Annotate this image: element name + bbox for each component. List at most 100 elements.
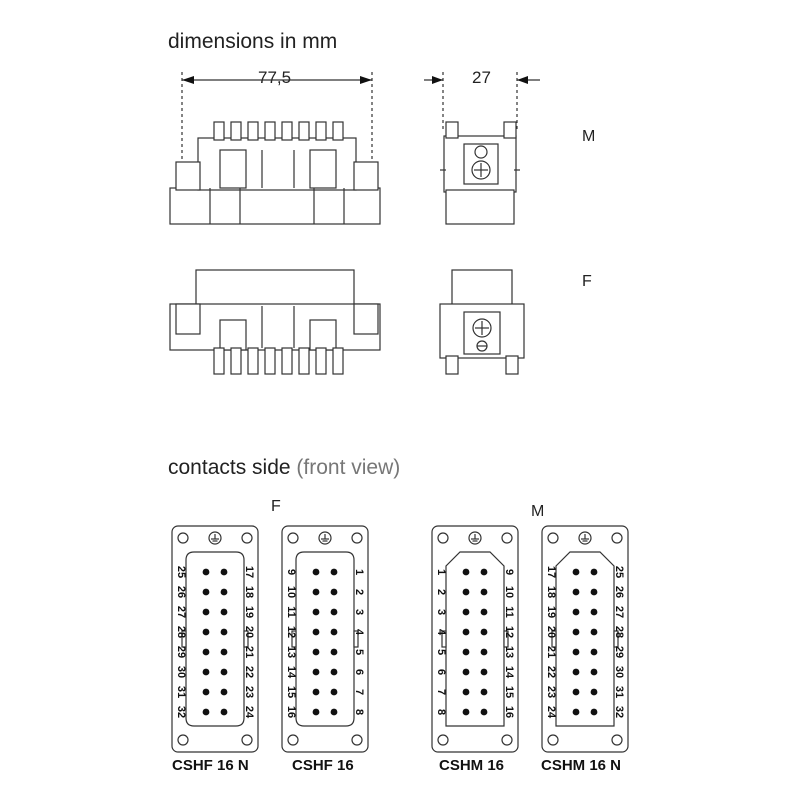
polarizing-notch [353,630,359,648]
contact-pin [202,688,210,696]
contact-pin [220,708,228,716]
contact-pin [480,688,488,696]
contact-number-left: 3 [435,609,447,615]
contact-field [185,551,245,727]
contact-number-right: 9 [503,569,515,575]
insert-frame [541,525,629,753]
ground-symbol-icon [468,531,482,545]
contact-pin [202,648,210,656]
contact-number-right: 21 [243,646,255,658]
contact-pin [572,668,580,676]
contact-number-left: 12 [285,626,297,638]
contact-number-right: 22 [243,666,255,678]
contact-number-left: 2 [435,589,447,595]
contact-number-left: 28 [175,626,187,638]
view-label-male: M [582,128,596,145]
contact-number-left: 27 [175,606,187,618]
contact-number-right: 24 [243,706,255,719]
contact-pin [462,608,470,616]
screw-hole [177,532,189,544]
contact-pin [462,628,470,636]
insert-frame [171,525,259,753]
contacts-heading-sub: (front view) [296,456,401,479]
insert-caption: CSHF 16 [292,757,354,774]
contact-pin [330,588,338,596]
contact-pin [220,588,228,596]
contact-pin [572,608,580,616]
contact-number-left: 15 [285,686,297,698]
polarizing-notch [181,630,187,648]
contact-number-left: 18 [545,586,557,598]
contact-number-left: 4 [435,629,447,636]
contact-number-right: 12 [503,626,515,638]
contact-number-right: 13 [503,646,515,658]
screw-hole [287,532,299,544]
insert-caption: CSHF 16 N [172,757,249,774]
screw-hole [241,734,253,746]
contact-number-left: 6 [435,669,447,675]
contact-number-right: 11 [503,606,515,618]
contact-number-left: 11 [285,606,297,618]
contact-pin [590,588,598,596]
ground-symbol-icon [208,531,222,545]
contact-number-left: 7 [435,689,447,695]
contact-pin [220,688,228,696]
contact-number-right: 2 [353,589,365,595]
insert-caption: CSHM 16 [439,757,505,774]
contact-number-right: 14 [503,666,515,679]
polarizing-notch [243,630,249,648]
contact-number-right: 19 [243,606,255,618]
contact-number-left: 5 [435,649,447,655]
contact-pin [590,688,598,696]
contact-number-right: 3 [353,609,365,615]
contact-number-left: 32 [175,706,187,718]
insert-frame [281,525,369,753]
contact-pin [480,668,488,676]
screw-hole [611,532,623,544]
contact-pin [572,688,580,696]
contact-pin [572,568,580,576]
contact-number-left: 8 [435,709,447,715]
contact-number-left: 22 [545,666,557,678]
contact-pin [220,568,228,576]
contact-number-left: 17 [545,566,557,578]
contact-pin [462,568,470,576]
contact-number-right: 1 [353,569,365,575]
contact-pin [220,648,228,656]
contact-number-left: 1 [435,569,447,575]
contact-pin [312,588,320,596]
contact-pin [462,708,470,716]
contact-number-right: 4 [353,629,365,636]
contact-pin [590,608,598,616]
polarizing-notch [441,630,447,648]
contact-pin [572,648,580,656]
contact-field [295,551,355,727]
contact-number-left: 23 [545,686,557,698]
contact-pin [462,588,470,596]
contact-number-left: 21 [545,646,557,658]
contacts-heading-main: contacts side [168,456,291,479]
screw-hole [351,734,363,746]
contact-pin [330,708,338,716]
polarizing-notch [613,630,619,648]
contact-pin [480,648,488,656]
inserts-layer: 2526272829303132171819202122232491011121… [171,525,629,753]
contact-pin [590,568,598,576]
contact-number-left: 25 [175,566,187,578]
polarizing-notch [551,630,557,648]
contact-pin [590,708,598,716]
screw-hole [177,734,189,746]
screw-hole [547,734,559,746]
contact-number-right: 28 [613,626,625,638]
contact-number-left: 26 [175,586,187,598]
contact-pin [220,668,228,676]
contact-number-left: 10 [285,586,297,598]
contact-number-right: 18 [243,586,255,598]
contact-number-right: 6 [353,669,365,675]
polarizing-notch [291,630,297,648]
group-label-female: F [271,498,281,515]
group-label-male: M [531,503,545,520]
dimension-width-side: 77,5 [258,68,292,87]
contact-number-left: 16 [285,706,297,718]
